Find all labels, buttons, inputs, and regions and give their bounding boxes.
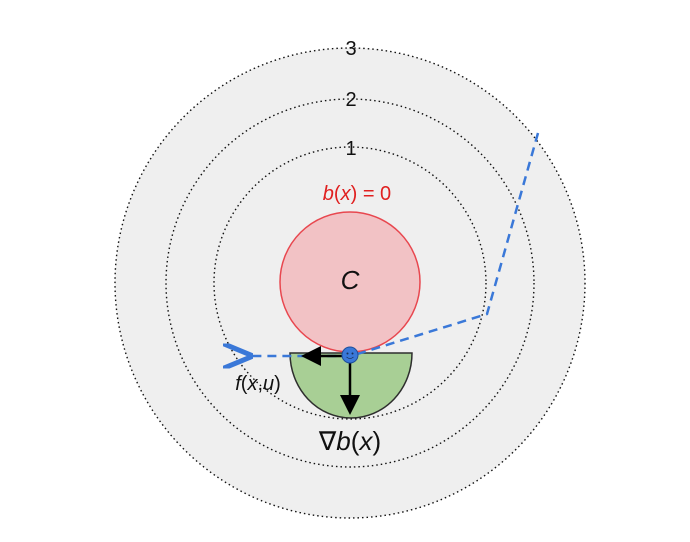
agent-face-icon xyxy=(341,346,359,364)
level-label-3: 3 xyxy=(345,38,356,60)
level-ring-1 xyxy=(213,146,487,420)
constraint-label: b(x) = 0 xyxy=(323,183,391,205)
level-ring-2 xyxy=(165,98,535,468)
dynamics-label: f(x,u) xyxy=(235,373,281,395)
level-ring-3 xyxy=(114,47,586,519)
region-label: C xyxy=(341,265,360,295)
gradient-label: ∇b(x) xyxy=(318,426,381,456)
level-label-1: 1 xyxy=(345,138,356,160)
level-label-2: 2 xyxy=(345,89,356,111)
trajectory-path xyxy=(248,132,540,356)
